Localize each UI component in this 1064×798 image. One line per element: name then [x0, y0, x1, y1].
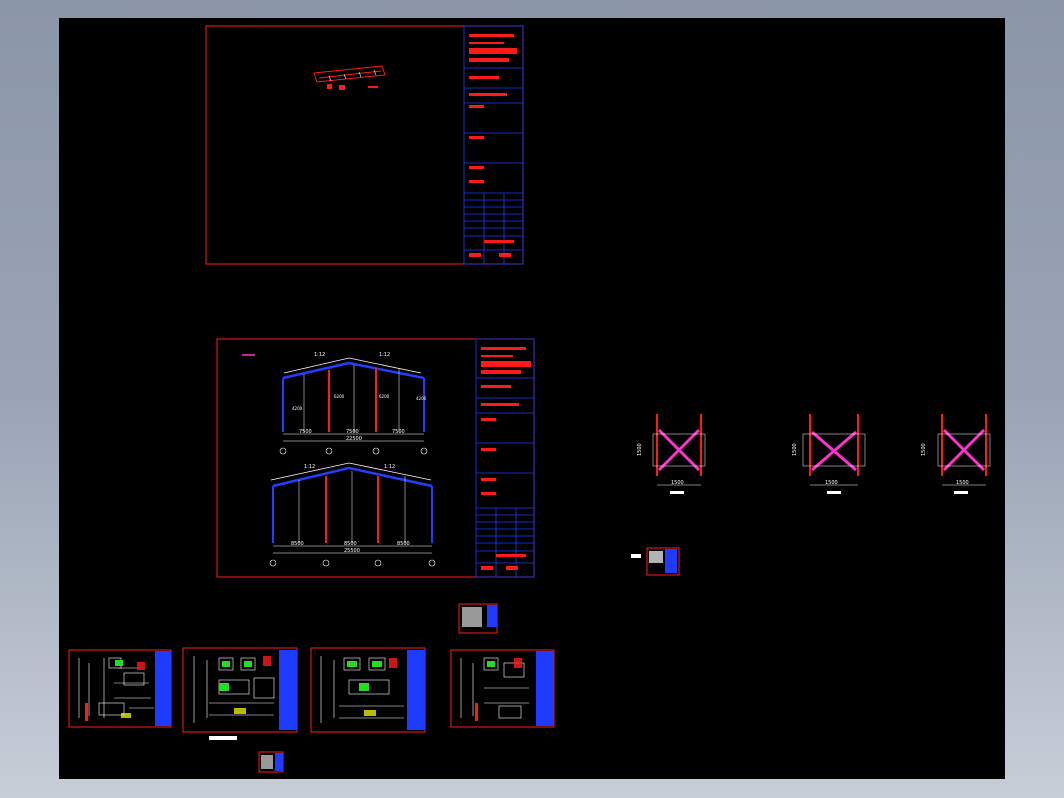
- svg-text:1500: 1500: [792, 443, 798, 456]
- bracing-detail-2: 1500 1500: [792, 414, 866, 494]
- sheet-cover: [205, 25, 524, 265]
- svg-text:8500: 8500: [344, 541, 357, 547]
- detail-sheet-3: [310, 647, 426, 733]
- svg-text:4200: 4200: [416, 396, 427, 401]
- svg-text:7500: 7500: [299, 429, 312, 435]
- svg-text:7500: 7500: [392, 429, 405, 435]
- svg-text:7500: 7500: [346, 429, 359, 435]
- svg-text:8500: 8500: [397, 541, 410, 547]
- cad-drawing-canvas[interactable]: 1:12 1:12 7500 7500 7500 22500 4200 6200…: [59, 18, 1005, 779]
- svg-text:1500: 1500: [671, 480, 684, 486]
- model-thumbnail: [313, 65, 386, 90]
- svg-text:6200: 6200: [379, 394, 390, 399]
- elevation-lower: 1:12 1:12 8500 8500 8500 25500: [269, 462, 436, 567]
- svg-text:1:12: 1:12: [379, 352, 390, 358]
- svg-text:22500: 22500: [346, 436, 362, 442]
- svg-text:4200: 4200: [292, 406, 303, 411]
- svg-text:1:12: 1:12: [384, 464, 395, 470]
- svg-text:1500: 1500: [956, 480, 969, 486]
- svg-text:1:12: 1:12: [304, 464, 315, 470]
- small-legend-table: [631, 547, 680, 576]
- detail-sheet-4: [450, 649, 555, 728]
- bracing-detail-3: 1500 1500: [921, 414, 991, 494]
- svg-text:1500: 1500: [921, 443, 927, 456]
- bracing-detail-1: 1500 1500: [637, 414, 706, 494]
- sheet-elevations: 1:12 1:12 7500 7500 7500 22500 4200 6200…: [216, 338, 535, 578]
- svg-text:8500: 8500: [291, 541, 304, 547]
- detail-sheet-2: [182, 647, 298, 740]
- svg-text:1500: 1500: [825, 480, 838, 486]
- title-block: [463, 25, 524, 265]
- detail-sheet-1: [68, 649, 172, 728]
- title-block: [475, 338, 535, 578]
- small-detail-center: [458, 603, 498, 634]
- small-detail-bottom: [258, 751, 284, 773]
- svg-text:1:12: 1:12: [314, 352, 325, 358]
- svg-text:1500: 1500: [637, 443, 643, 456]
- svg-text:6200: 6200: [334, 394, 345, 399]
- svg-text:25500: 25500: [344, 548, 360, 554]
- elevation-upper: 1:12 1:12 7500 7500 7500 22500 4200 6200…: [279, 352, 428, 455]
